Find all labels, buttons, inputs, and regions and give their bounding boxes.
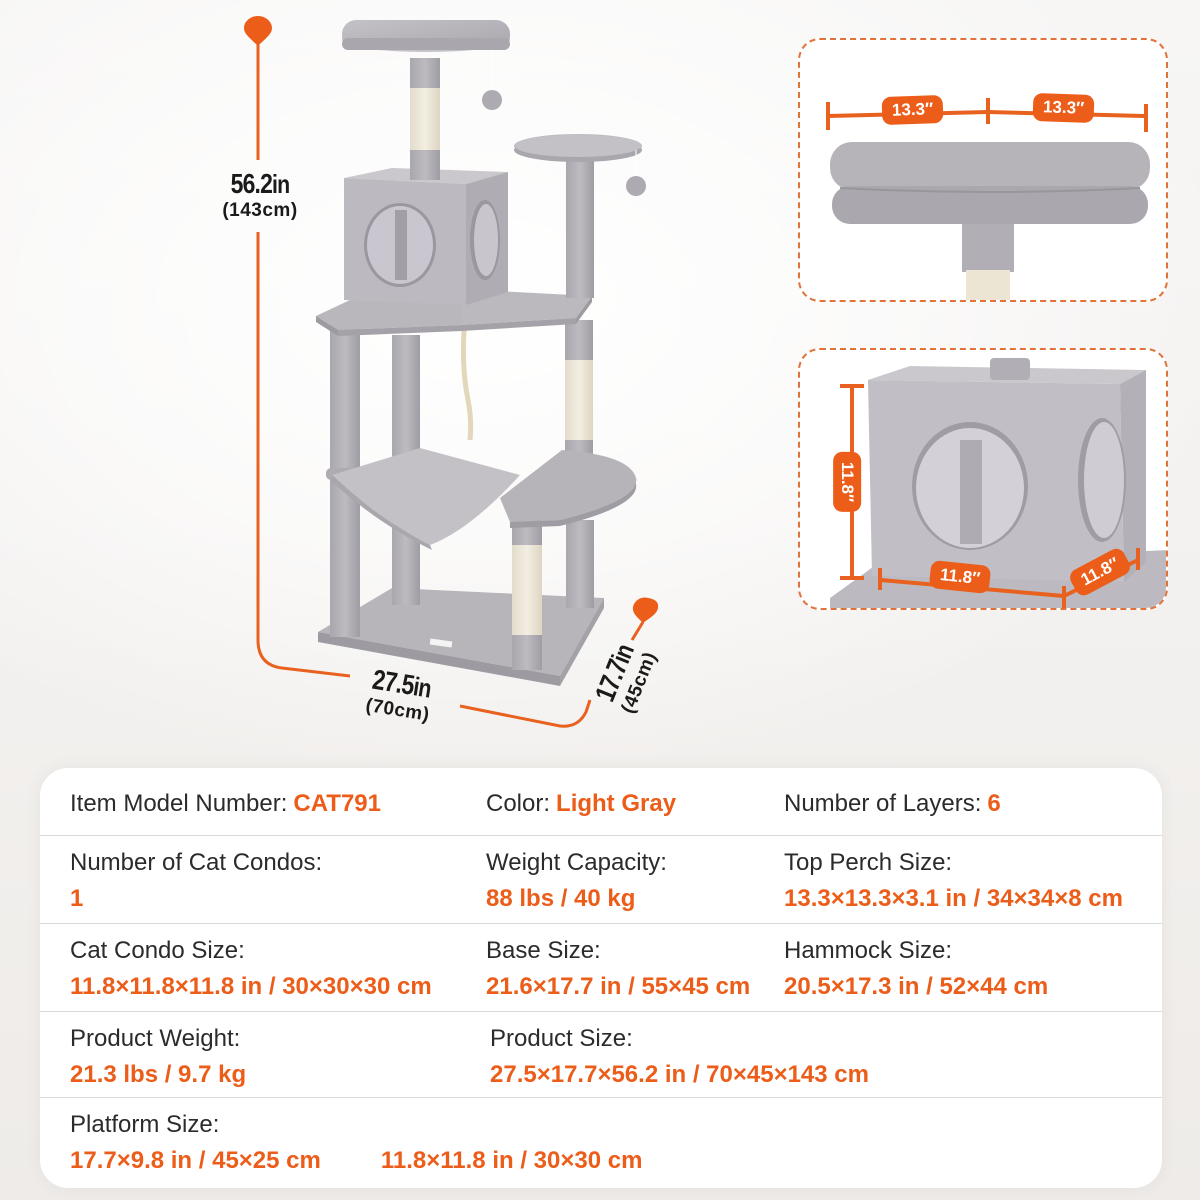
arrow-head-icon — [244, 16, 659, 623]
sisal-rope — [460, 309, 474, 441]
spec-color: Color:Light Gray — [486, 790, 677, 817]
spec-number-of-cat-condos: Number of Cat Condos: 1 — [70, 849, 323, 912]
condo-height-measure: 11.8″ — [833, 451, 862, 513]
mid-platforms — [316, 290, 592, 336]
back-right-post — [566, 520, 594, 608]
cat-tree-illustration — [244, 16, 659, 728]
height-dimension-label: 56.2in (143cm) — [222, 168, 298, 221]
top-perch-detail-panel: 13.3″ 13.3″ — [798, 38, 1168, 302]
cat-condo-closeup — [830, 358, 1166, 608]
perch-depth-measure: 13.3″ — [1032, 92, 1095, 124]
spec-row: Cat Condo Size: 11.8×11.8×11.8 in / 30×3… — [40, 924, 1162, 1012]
perch-width-measure: 13.3″ — [881, 94, 944, 126]
specifications-table: Item Model Number:CAT791 Color:Light Gra… — [40, 768, 1162, 1188]
front-right-scratching-post — [512, 505, 542, 670]
middle-right-scratching-post — [565, 320, 593, 478]
top-perch-closeup — [826, 98, 1150, 300]
product-stage: 56.2in (143cm) 27.5in (70cm) 17.7in (45c… — [0, 0, 780, 760]
half-moon-platform — [500, 450, 637, 528]
hammock — [330, 448, 520, 550]
top-perch-post — [410, 58, 440, 180]
spec-base-size: Base Size: 21.6×17.7 in / 55×45 cm — [486, 937, 751, 1000]
spec-hammock-size: Hammock Size: 20.5×17.3 in / 52×44 cm — [784, 937, 1049, 1000]
side-perch — [514, 134, 642, 298]
cat-condo-detail-panel: 11.8″ 11.8″ 11.8″ — [798, 348, 1168, 610]
spec-number-of-layers: Number of Layers:6 — [784, 790, 1001, 817]
spec-row: Item Model Number:CAT791 Color:Light Gra… — [40, 768, 1162, 836]
top-perch — [342, 20, 510, 52]
spec-weight-capacity: Weight Capacity: 88 lbs / 40 kg — [486, 849, 667, 912]
spec-top-perch-size: Top Perch Size: 13.3×13.3×3.1 in / 34×34… — [784, 849, 1123, 912]
spec-item-model-number: Item Model Number:CAT791 — [70, 790, 381, 817]
spec-row: Number of Cat Condos: 1 Weight Capacity:… — [40, 836, 1162, 924]
spec-product-weight: Product Weight: 21.3 lbs / 9.7 kg — [70, 1025, 247, 1088]
cat-condo — [344, 168, 508, 305]
height-dimension-line — [256, 36, 592, 728]
dangling-ball-toy — [626, 176, 646, 196]
dangling-ball-toy — [482, 90, 502, 110]
spec-cat-condo-size: Cat Condo Size: 11.8×11.8×11.8 in / 30×3… — [70, 937, 432, 1000]
spec-row: Product Weight: 21.3 lbs / 9.7 kg Produc… — [40, 1012, 1162, 1098]
depth-dimension-line — [630, 621, 645, 641]
spec-product-size: Product Size: 27.5×17.7×56.2 in / 70×45×… — [490, 1025, 869, 1088]
